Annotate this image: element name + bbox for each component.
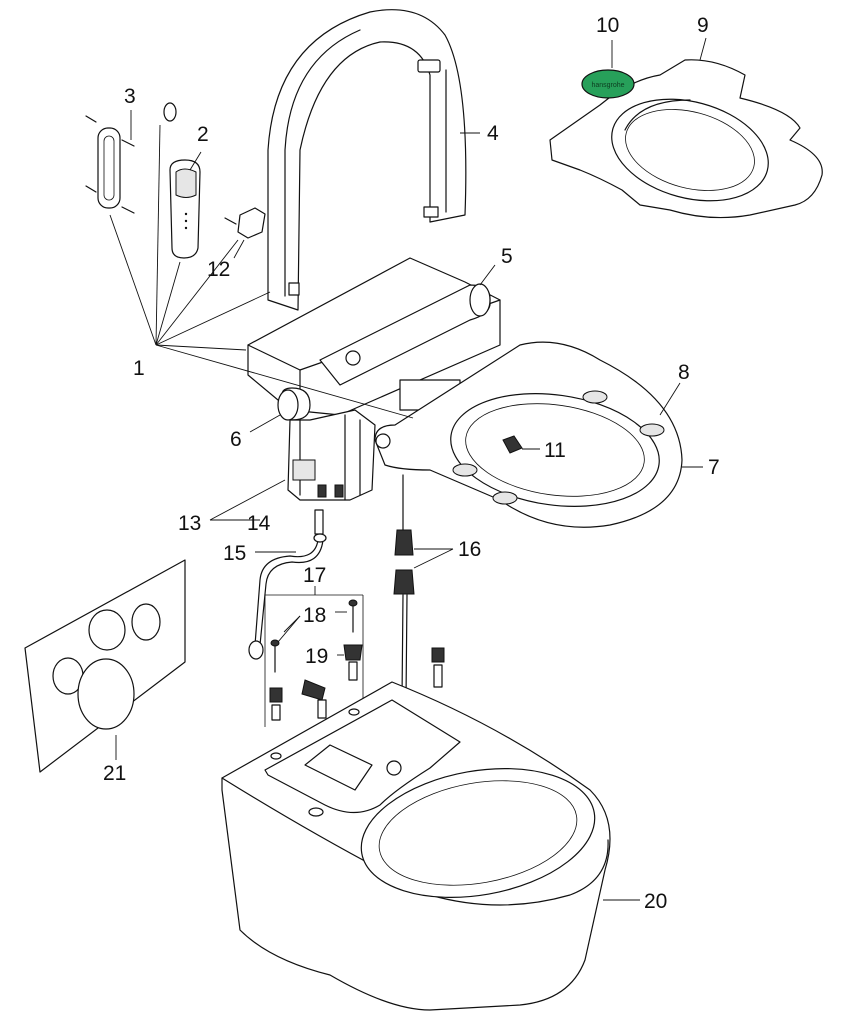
callout-13: 13 bbox=[178, 512, 201, 535]
leader-lines bbox=[109, 37, 707, 901]
part-2-remote bbox=[169, 159, 201, 259]
part-3-bracket bbox=[85, 102, 177, 214]
callout-15: 15 bbox=[223, 542, 246, 565]
part-12-sensor bbox=[224, 207, 266, 239]
callout-21: 21 bbox=[103, 762, 126, 785]
part-7-8-seat-ring bbox=[374, 341, 683, 528]
callout-7: 7 bbox=[708, 456, 720, 479]
callout-10: 10 bbox=[596, 14, 619, 37]
callout-14: 14 bbox=[247, 512, 271, 535]
callout-5: 5 bbox=[501, 245, 513, 268]
callout-8: 8 bbox=[678, 361, 690, 384]
part-20-bowl bbox=[221, 681, 611, 1011]
callout-6: 6 bbox=[230, 428, 242, 451]
callout-16: 16 bbox=[458, 538, 481, 561]
part-10-badge: hansgrohe bbox=[581, 69, 635, 99]
main-unit bbox=[247, 257, 501, 501]
callout-labels: 1 2 3 4 5 6 7 8 9 10 11 12 13 14 15 16 1… bbox=[103, 14, 720, 913]
part-4-lid bbox=[267, 9, 467, 311]
callout-4: 4 bbox=[487, 122, 499, 145]
callout-19: 19 bbox=[305, 645, 328, 668]
callout-2: 2 bbox=[197, 123, 209, 146]
part-9-seat-pad bbox=[549, 59, 823, 219]
callout-12: 12 bbox=[207, 258, 230, 281]
callout-18: 18 bbox=[303, 604, 326, 627]
fittings bbox=[264, 594, 445, 727]
callout-9: 9 bbox=[697, 14, 709, 37]
callout-17: 17 bbox=[303, 564, 326, 587]
part-21-plate bbox=[24, 559, 186, 773]
callout-3: 3 bbox=[124, 85, 136, 108]
badge-brand-label: hansgrohe bbox=[591, 82, 624, 89]
callout-11: 11 bbox=[544, 439, 566, 462]
callout-20: 20 bbox=[644, 890, 667, 913]
callout-1: 1 bbox=[133, 357, 145, 380]
